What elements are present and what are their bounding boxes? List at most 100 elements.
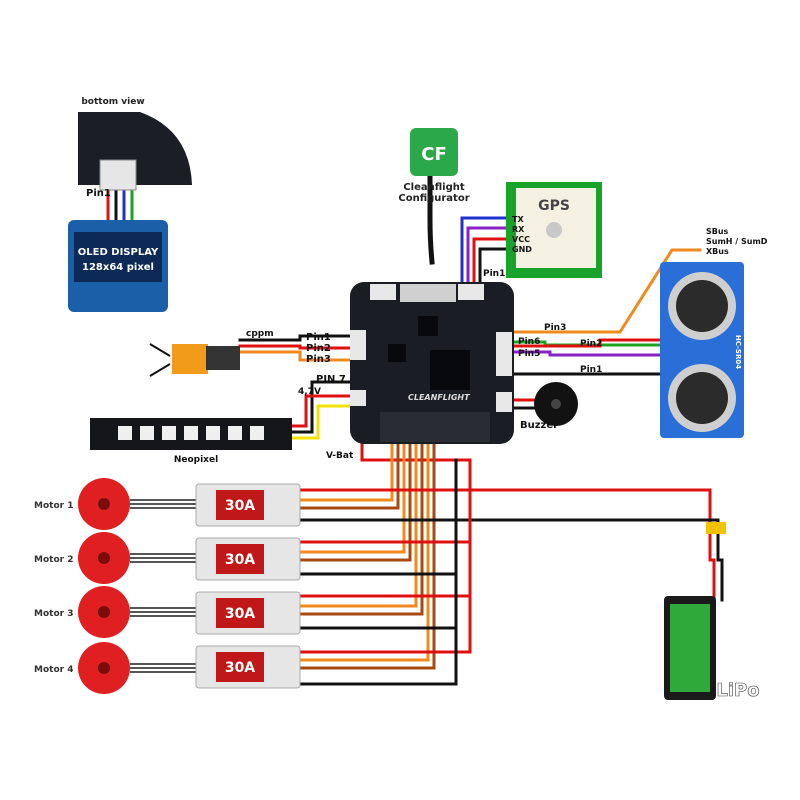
sbus-wire (510, 248, 702, 334)
gps-wire-gnd (478, 247, 512, 290)
oled-title: OLED DISPLAY (78, 247, 159, 258)
esc2-signal (298, 410, 406, 554)
receiver-module: cppm Pin1 Pin2 Pin3 (149, 329, 331, 377)
buzzer-hole (551, 399, 561, 409)
sonar-model: HC-SR04 (734, 335, 742, 369)
motor-4-hub (98, 662, 110, 674)
esc-1-rating: 30A (225, 498, 255, 514)
fc-mcu-chip (430, 350, 470, 390)
fc-header-pins (380, 412, 490, 442)
esc4-gnd (298, 458, 458, 686)
esc-1-label-bg (216, 490, 264, 520)
rx-wire-pin3 (238, 350, 352, 362)
neopixel-led (184, 426, 198, 440)
neo-wire-gnd (290, 380, 354, 434)
esc-4-rating: 30A (225, 660, 255, 676)
oled-pin1-label: Pin1 (86, 188, 111, 199)
motor-4-label: Motor 4 (34, 665, 73, 675)
sonar-wire-pin5 (510, 350, 662, 357)
gps-title: GPS (538, 198, 570, 214)
oled-subtitle: 128x64 pixel (82, 262, 154, 273)
battery-label (670, 604, 710, 692)
fc-brand: CLEANFLIGHT (408, 393, 470, 402)
battery-red-lead (708, 528, 716, 602)
cleanflight-logo-text: CF (421, 144, 447, 165)
voltage-label: 4,7V (298, 387, 321, 397)
motor-1-hub (98, 498, 110, 510)
sonar-fc-pin2: Pin2 (580, 339, 602, 349)
fc-chip-imu (388, 344, 406, 362)
esc-4-label-bg (216, 652, 264, 682)
neopixel-led (118, 426, 132, 440)
sonar-fc-pin6: Pin6 (518, 337, 540, 347)
esc-2-rating: 30A (225, 552, 255, 568)
gps-wire-rx (466, 226, 512, 290)
motor-2-hub (98, 552, 110, 564)
pin7-label: PIN 7 (316, 374, 346, 385)
esc4-ground (298, 410, 436, 670)
vbat-red-bus (360, 408, 712, 532)
usb-cable (427, 172, 435, 265)
fc-io-connector (496, 332, 512, 376)
motor-3-label: Motor 3 (34, 609, 73, 619)
gnd-black-bus (454, 458, 720, 532)
flight-controller: CLEANFLIGHT V-Bat (326, 282, 514, 461)
buzzer-label: Buzzer (520, 420, 558, 431)
sonar-fc-pin3: Pin3 (544, 323, 566, 333)
gps-module: GPS TX RX VCC GND Pin1 (483, 182, 602, 279)
fc-uart1-connector (370, 284, 396, 300)
gps-wire-tx (460, 216, 512, 290)
receiver-plug (206, 346, 240, 370)
receiver-antenna (149, 343, 171, 377)
esc-3-rating: 30A (225, 606, 255, 622)
motor-row-1: Motor 1 30A (34, 478, 301, 530)
cleanflight-logo (410, 128, 458, 176)
neopixel-led (140, 426, 154, 440)
fc-buzzer-connector (496, 392, 512, 412)
fc-rc-connector (350, 330, 366, 360)
xt60-connector (706, 522, 726, 534)
esc4-signal (298, 410, 430, 662)
configurator-line1: Cleanflight (403, 182, 465, 193)
wires (106, 172, 724, 686)
gps-pin-rx: RX (512, 225, 525, 234)
sonar-wire-pin2 (510, 338, 662, 348)
fc-uart2-connector (458, 284, 484, 300)
esc-2-label-bg (216, 544, 264, 574)
cppm-label: cppm (246, 329, 274, 339)
neopixel-leds (118, 426, 264, 440)
neo-wire-vcc (290, 394, 354, 428)
motor-row-3: Motor 3 30A (34, 586, 301, 638)
esc4-power (298, 588, 472, 654)
motor-row-4: Motor 4 30A (34, 642, 301, 694)
lipo-label: LiPo (716, 680, 759, 701)
oled-connector (99, 159, 137, 191)
motor-3-leads (130, 607, 196, 617)
esc3-signal (298, 410, 418, 608)
neopixel-led (228, 426, 242, 440)
gps-antenna-dot (546, 222, 562, 238)
motor-2-label: Motor 2 (34, 555, 73, 565)
esc-3-label-bg (216, 598, 264, 628)
neo-wire-data (290, 404, 354, 440)
motor-3-hub (98, 606, 110, 618)
sbus-protocol-1: SBus (706, 227, 729, 236)
motor-4-leads (130, 663, 196, 673)
sbus-protocol-2: SumH / SumD (706, 237, 768, 246)
esc3-power (298, 538, 472, 598)
rx-wire-pin2 (238, 344, 352, 350)
configurator-line2: Configurator (398, 193, 469, 204)
buzzer-module: Buzzer (520, 382, 578, 431)
battery-black-lead (716, 528, 724, 602)
sonar-wire-pin6 (510, 340, 662, 347)
sonar-fc-pin1: Pin1 (580, 365, 602, 375)
sbus-protocol-3: XBus (706, 247, 729, 256)
rx-pin3-label: Pin3 (306, 354, 331, 365)
gps-wire-vcc (472, 237, 512, 290)
neopixel-led (250, 426, 264, 440)
fc-neo-connector (350, 390, 366, 406)
sonar-fc-pin5: Pin5 (518, 349, 540, 359)
rx-wire-pin1 (238, 334, 352, 342)
motor-2-leads (130, 553, 196, 563)
